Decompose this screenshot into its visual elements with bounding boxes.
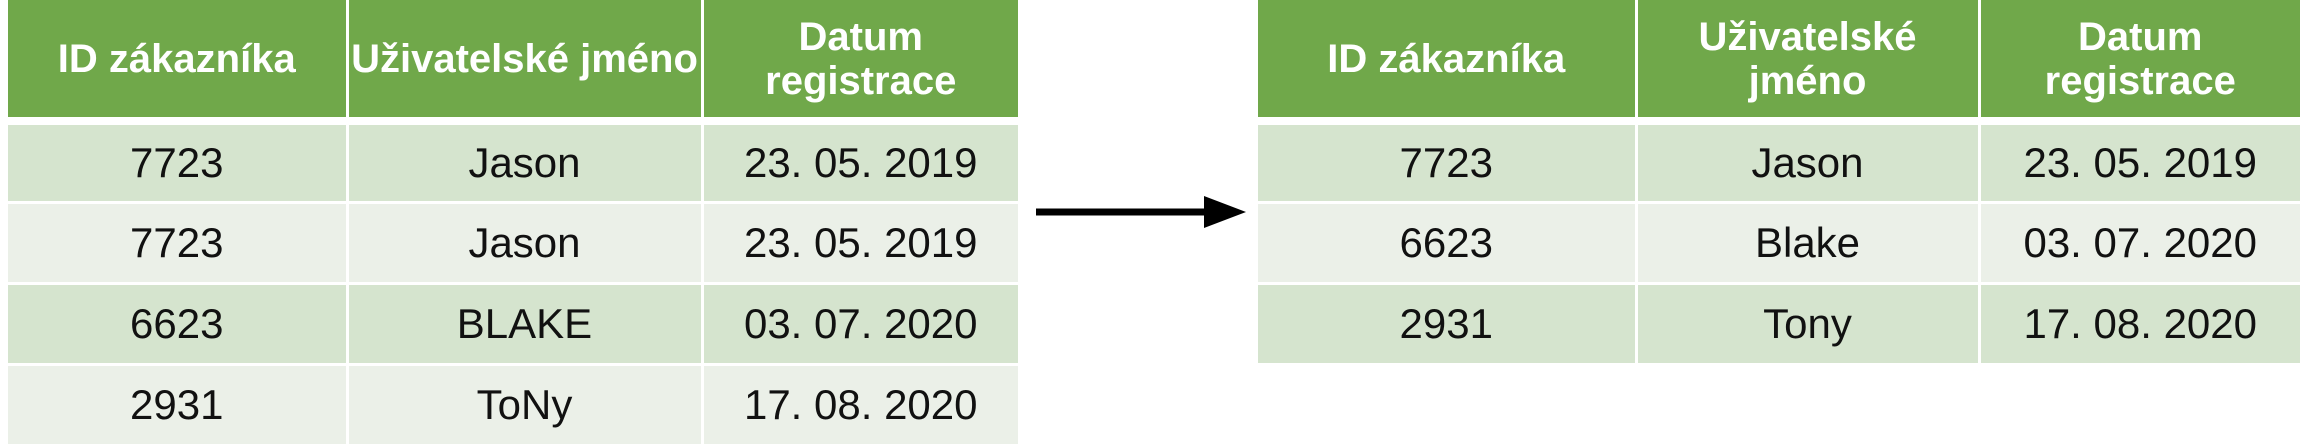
cell-username: Blake bbox=[1636, 202, 1981, 285]
arrow-right-icon bbox=[1036, 196, 1246, 228]
header-customer-id: ID zákazníka bbox=[8, 0, 349, 125]
table-row: 2931 Tony 17. 08. 2020 bbox=[1258, 283, 2300, 366]
cell-customer-id: 2931 bbox=[1258, 283, 1638, 366]
cell-username: Jason bbox=[347, 202, 704, 285]
cell-username: ToNy bbox=[347, 364, 704, 447]
header-row: ID zákazníka Uživatelské jméno Datum reg… bbox=[1258, 0, 2300, 125]
cell-registration-date: 23. 05. 2019 bbox=[1979, 121, 2300, 204]
table-row: 6623 BLAKE 03. 07. 2020 bbox=[8, 283, 1018, 366]
cell-registration-date: 23. 05. 2019 bbox=[702, 121, 1018, 204]
cell-username: Jason bbox=[347, 121, 704, 204]
cell-registration-date: 17. 08. 2020 bbox=[702, 364, 1018, 447]
table-before: ID zákazníka Uživatelské jméno Datum reg… bbox=[8, 0, 1018, 447]
cell-registration-date: 17. 08. 2020 bbox=[1979, 283, 2300, 366]
cell-customer-id: 7723 bbox=[1258, 121, 1638, 204]
table-row: 7723 Jason 23. 05. 2019 bbox=[1258, 121, 2300, 204]
cell-username: Tony bbox=[1636, 283, 1981, 366]
table-row: 6623 Blake 03. 07. 2020 bbox=[1258, 202, 2300, 285]
cell-customer-id: 6623 bbox=[1258, 202, 1638, 285]
cell-customer-id: 2931 bbox=[8, 364, 349, 447]
table-row: 7723 Jason 23. 05. 2019 bbox=[8, 202, 1018, 285]
cell-registration-date: 03. 07. 2020 bbox=[702, 283, 1018, 366]
header-customer-id: ID zákazníka bbox=[1258, 0, 1638, 125]
header-row: ID zákazníka Uživatelské jméno Datum reg… bbox=[8, 0, 1018, 125]
cell-username: Jason bbox=[1636, 121, 1981, 204]
cell-customer-id: 7723 bbox=[8, 121, 349, 204]
table-row: 7723 Jason 23. 05. 2019 bbox=[8, 121, 1018, 204]
cell-customer-id: 6623 bbox=[8, 283, 349, 366]
cell-registration-date: 23. 05. 2019 bbox=[702, 202, 1018, 285]
header-registration-date: Datum registrace bbox=[702, 0, 1018, 125]
cell-username: BLAKE bbox=[347, 283, 704, 366]
header-username: Uživatelské jméno bbox=[347, 0, 704, 125]
table-row: 2931 ToNy 17. 08. 2020 bbox=[8, 364, 1018, 447]
table-after: ID zákazníka Uživatelské jméno Datum reg… bbox=[1258, 0, 2300, 366]
cell-customer-id: 7723 bbox=[8, 202, 349, 285]
cell-registration-date: 03. 07. 2020 bbox=[1979, 202, 2300, 285]
header-registration-date: Datum registrace bbox=[1979, 0, 2300, 125]
header-username: Uživatelské jméno bbox=[1636, 0, 1981, 125]
